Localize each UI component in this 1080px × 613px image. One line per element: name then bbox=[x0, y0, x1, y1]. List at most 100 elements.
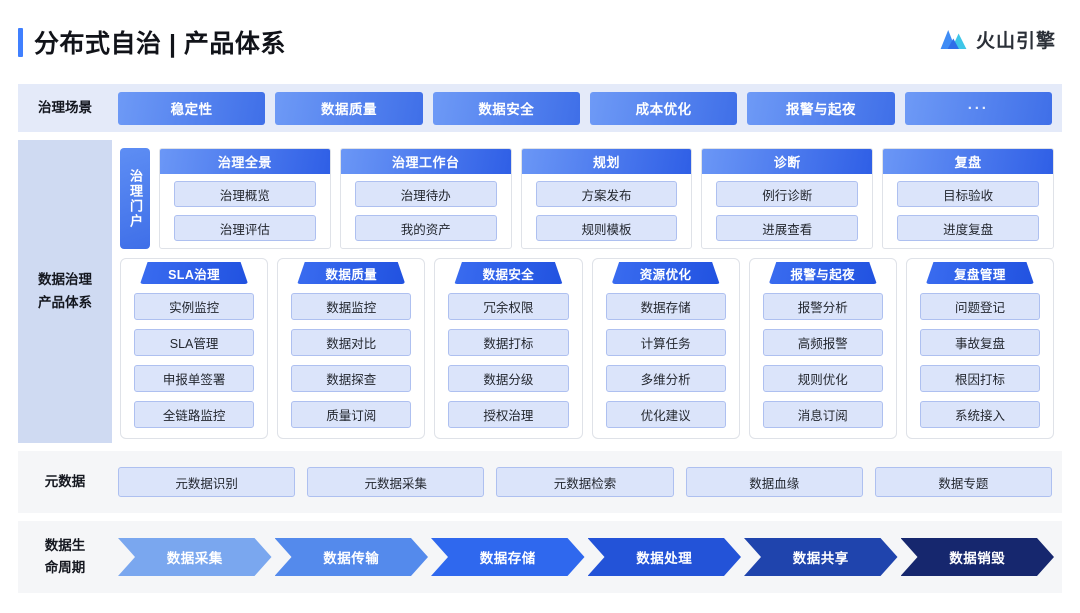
domain-card-title: SLA治理 bbox=[140, 262, 249, 284]
brand-logo: 火山引擎 bbox=[940, 26, 1056, 53]
card-governance-panorama[interactable]: 治理全景 治理概览 治理评估 bbox=[159, 148, 331, 249]
domain-card-item[interactable]: 数据监控 bbox=[291, 293, 412, 320]
card-item[interactable]: 进展查看 bbox=[716, 215, 859, 241]
scene-button-more[interactable]: ··· bbox=[904, 91, 1052, 125]
domain-card-item[interactable]: 质量订阅 bbox=[291, 401, 412, 428]
metadata-button-identify[interactable]: 元数据识别 bbox=[118, 467, 296, 497]
domain-card-data-quality[interactable]: 数据质量 数据监控 数据对比 数据探查 质量订阅 bbox=[277, 258, 426, 439]
lifecycle-stage-destroy[interactable]: 数据销毁 bbox=[901, 538, 1055, 576]
portal-vertical-tab[interactable]: 治理门户 bbox=[120, 148, 150, 249]
domain-card-item[interactable]: SLA管理 bbox=[134, 329, 255, 356]
domain-card-item[interactable]: 根因打标 bbox=[919, 365, 1041, 392]
domain-card-item[interactable]: 问题登记 bbox=[919, 293, 1041, 320]
card-item[interactable]: 进度复盘 bbox=[897, 215, 1039, 241]
title-accent-bar bbox=[18, 27, 23, 57]
domain-card-sla-governance[interactable]: SLA治理 实例监控 SLA管理 申报单签署 全链路监控 bbox=[120, 258, 269, 439]
page-title: 分布式自治 | 产品体系 bbox=[18, 24, 286, 60]
card-items: 例行诊断 进展查看 bbox=[702, 174, 872, 248]
card-item[interactable]: 治理评估 bbox=[174, 215, 316, 241]
domain-card-items: 报警分析 高频报警 规则优化 消息订阅 bbox=[750, 284, 896, 438]
domain-card-review-management[interactable]: 复盘管理 问题登记 事故复盘 根因打标 系统接入 bbox=[905, 258, 1055, 439]
domain-card-alarm-oncall[interactable]: 报警与起夜 报警分析 高频报警 规则优化 消息订阅 bbox=[748, 258, 897, 439]
lifecycle-stage-share[interactable]: 数据共享 bbox=[744, 538, 898, 576]
card-items: 治理概览 治理评估 bbox=[160, 174, 330, 248]
card-item[interactable]: 规则模板 bbox=[535, 215, 678, 241]
domain-card-item[interactable]: 数据探查 bbox=[291, 365, 412, 392]
domain-card-item[interactable]: 规则优化 bbox=[762, 365, 883, 392]
lifecycle-stage-storage[interactable]: 数据存储 bbox=[431, 538, 585, 576]
domain-card-title: 复盘管理 bbox=[925, 262, 1035, 284]
domain-card-item[interactable]: 报警分析 bbox=[762, 293, 883, 320]
domain-card-item[interactable]: 申报单签署 bbox=[134, 365, 255, 392]
metadata-button-collect[interactable]: 元数据采集 bbox=[307, 467, 485, 497]
domain-card-item[interactable]: 事故复盘 bbox=[919, 329, 1041, 356]
product-system-body: 治理门户 治理全景 治理概览 治理评估 治理工作台 治理待办 我的资产 bbox=[112, 140, 1062, 443]
product-system-label: 数据治理 产品体系 bbox=[18, 140, 112, 443]
domain-card-title: 数据安全 bbox=[454, 262, 563, 284]
domain-card-data-security[interactable]: 数据安全 冗余权限 数据打标 数据分级 授权治理 bbox=[434, 258, 583, 439]
card-title: 治理工作台 bbox=[340, 149, 511, 174]
domain-card-item[interactable]: 系统接入 bbox=[919, 401, 1041, 428]
domain-card-item[interactable]: 优化建议 bbox=[605, 401, 726, 428]
card-item[interactable]: 治理待办 bbox=[354, 181, 497, 207]
domain-card-item[interactable]: 多维分析 bbox=[605, 365, 726, 392]
domain-card-item[interactable]: 全链路监控 bbox=[134, 401, 255, 428]
domain-card-item[interactable]: 实例监控 bbox=[134, 293, 255, 320]
metadata-button-lineage[interactable]: 数据血缘 bbox=[685, 467, 863, 497]
portal-row: 治理门户 治理全景 治理概览 治理评估 治理工作台 治理待办 我的资产 bbox=[120, 148, 1054, 249]
lifecycle-stage-transfer[interactable]: 数据传输 bbox=[275, 538, 429, 576]
metadata-label: 元数据 bbox=[44, 473, 86, 489]
metadata-button-search[interactable]: 元数据检索 bbox=[496, 467, 674, 497]
metadata-button-topic[interactable]: 数据专题 bbox=[874, 467, 1053, 497]
domain-card-item[interactable]: 数据对比 bbox=[291, 329, 412, 356]
data-lifecycle-stages: 数据采集 数据传输 数据存储 数据处理 数据共享 数据销毁 bbox=[112, 521, 1062, 593]
scene-button-alarm-oncall[interactable]: 报警与起夜 bbox=[747, 91, 895, 125]
data-lifecycle-label-line1: 数据生 bbox=[44, 537, 86, 553]
product-system-label-line2: 产品体系 bbox=[38, 294, 92, 310]
card-item[interactable]: 例行诊断 bbox=[716, 181, 859, 207]
data-lifecycle-label: 数据生 命周期 bbox=[18, 521, 112, 593]
card-governance-workbench[interactable]: 治理工作台 治理待办 我的资产 bbox=[339, 148, 512, 249]
scene-button-data-quality[interactable]: 数据质量 bbox=[275, 91, 423, 125]
domain-card-items: 数据监控 数据对比 数据探查 质量订阅 bbox=[278, 284, 424, 438]
product-system-band: 数据治理 产品体系 治理门户 治理全景 治理概览 治理评估 治理工作台 治理待办 bbox=[18, 140, 1062, 443]
brand-name: 火山引擎 bbox=[975, 31, 1056, 52]
card-review[interactable]: 复盘 目标验收 进度复盘 bbox=[882, 148, 1054, 249]
page-title-text: 分布式自治 | 产品体系 bbox=[34, 30, 286, 58]
domain-card-item[interactable]: 计算任务 bbox=[605, 329, 726, 356]
card-item[interactable]: 目标验收 bbox=[897, 181, 1039, 207]
page-header: 分布式自治 | 产品体系 火山引擎 bbox=[0, 0, 1080, 84]
domain-card-item[interactable]: 消息订阅 bbox=[762, 401, 883, 428]
domain-card-items: 数据存储 计算任务 多维分析 优化建议 bbox=[593, 284, 739, 438]
domain-card-item[interactable]: 冗余权限 bbox=[448, 293, 569, 320]
card-item[interactable]: 我的资产 bbox=[354, 215, 497, 241]
card-item[interactable]: 方案发布 bbox=[535, 181, 678, 207]
domain-card-title: 资源优化 bbox=[611, 262, 720, 284]
governance-scene-label: 治理场景 bbox=[38, 99, 92, 115]
domain-card-item[interactable]: 授权治理 bbox=[448, 401, 569, 428]
scene-button-stability[interactable]: 稳定性 bbox=[118, 91, 266, 125]
domain-card-item[interactable]: 数据打标 bbox=[448, 329, 569, 356]
domain-card-item[interactable]: 高频报警 bbox=[762, 329, 883, 356]
governance-scene-band: 治理场景 稳定性 数据质量 数据安全 成本优化 报警与起夜 ··· bbox=[18, 84, 1062, 132]
domain-card-items: 实例监控 SLA管理 申报单签署 全链路监控 bbox=[121, 284, 267, 438]
lifecycle-stage-process[interactable]: 数据处理 bbox=[588, 538, 742, 576]
scene-button-data-security[interactable]: 数据安全 bbox=[432, 91, 580, 125]
volcano-mountain-icon bbox=[940, 30, 967, 49]
card-item[interactable]: 治理概览 bbox=[174, 181, 316, 207]
domain-card-items: 冗余权限 数据打标 数据分级 授权治理 bbox=[435, 284, 581, 438]
metadata-buttons: 元数据识别 元数据采集 元数据检索 数据血缘 数据专题 bbox=[112, 451, 1062, 513]
product-system-label-line1: 数据治理 bbox=[38, 272, 92, 288]
card-title: 治理全景 bbox=[160, 149, 330, 174]
governance-scene-buttons: 稳定性 数据质量 数据安全 成本优化 报警与起夜 ··· bbox=[112, 84, 1062, 132]
domain-card-item[interactable]: 数据存储 bbox=[605, 293, 726, 320]
domain-card-title: 报警与起夜 bbox=[768, 262, 877, 284]
card-planning[interactable]: 规划 方案发布 规则模板 bbox=[520, 148, 693, 249]
domain-card-resource-optimization[interactable]: 资源优化 数据存储 计算任务 多维分析 优化建议 bbox=[591, 258, 740, 439]
lifecycle-stage-collect[interactable]: 数据采集 bbox=[118, 538, 272, 576]
domain-row: SLA治理 实例监控 SLA管理 申报单签署 全链路监控 数据质量 数据监控 数… bbox=[120, 258, 1055, 439]
scene-button-cost-optimization[interactable]: 成本优化 bbox=[589, 91, 738, 125]
domain-card-item[interactable]: 数据分级 bbox=[448, 365, 569, 392]
card-diagnosis[interactable]: 诊断 例行诊断 进展查看 bbox=[701, 148, 874, 249]
card-items: 方案发布 规则模板 bbox=[522, 174, 692, 248]
